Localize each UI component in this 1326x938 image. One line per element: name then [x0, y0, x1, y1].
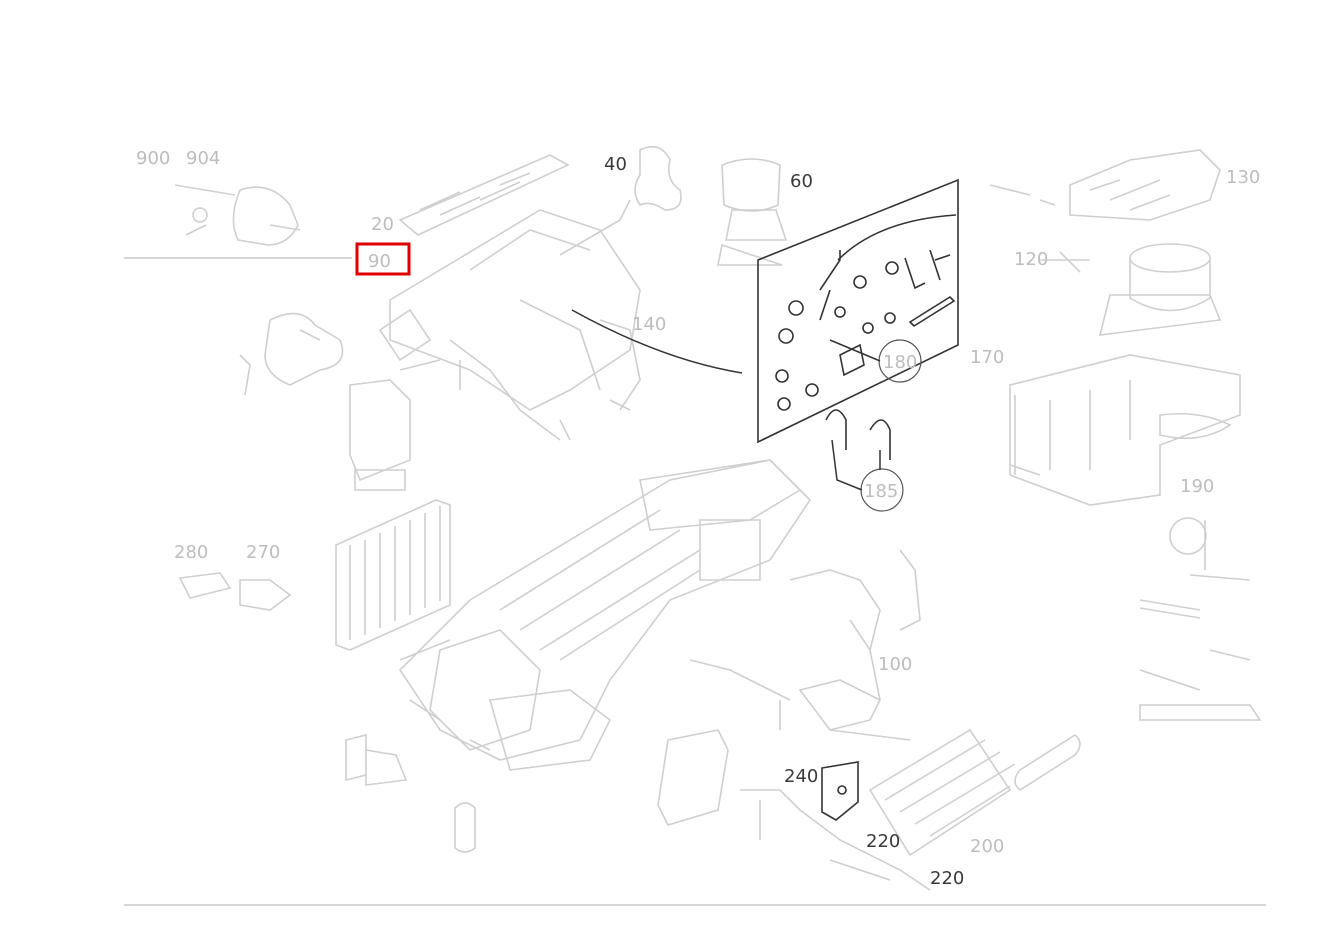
part-label-220-a[interactable]: 220	[866, 831, 900, 852]
part-label-170[interactable]: 170	[970, 347, 1004, 368]
upper-valve-body[interactable]	[378, 154, 641, 441]
left-filter-part[interactable]	[349, 379, 411, 491]
oil-pan-filter[interactable]	[868, 728, 1016, 857]
callout-leader-185	[831, 439, 881, 491]
kit-pointer-line	[571, 309, 743, 374]
upper-right-housing-130[interactable]	[989, 149, 1221, 221]
selected-part-highlight[interactable]	[355, 242, 411, 276]
left-bracket-part[interactable]	[239, 312, 344, 396]
callout-leader-180	[829, 339, 881, 362]
center-linkage-parts[interactable]	[689, 549, 921, 741]
part-label-130[interactable]: 130	[1226, 167, 1260, 188]
right-shaft-parts[interactable]	[1139, 517, 1262, 721]
part-label-140[interactable]: 140	[632, 314, 666, 335]
part-label-900[interactable]: 900	[136, 148, 170, 169]
parts-kit-panel[interactable]	[757, 178, 959, 460]
part-label-180[interactable]: 180	[883, 352, 917, 373]
lower-left-sensor[interactable]	[345, 733, 408, 786]
lower-plug-220[interactable]	[454, 802, 476, 853]
part-label-185[interactable]: 185	[864, 481, 898, 502]
part-label-90[interactable]: 90	[368, 251, 391, 272]
lower-tube-210[interactable]	[740, 789, 931, 891]
part-label-220-b[interactable]: 220	[930, 868, 964, 889]
part-label-100[interactable]: 100	[878, 654, 912, 675]
part-label-904[interactable]: 904	[186, 148, 220, 169]
right-case-160[interactable]	[1009, 354, 1241, 506]
upper-left-actuator[interactable]	[174, 184, 301, 246]
top-spring-part-40[interactable]	[559, 145, 682, 256]
left-radiator-part[interactable]	[335, 499, 451, 651]
part-label-120[interactable]: 120	[1014, 249, 1048, 270]
part-label-190[interactable]: 190	[1180, 476, 1214, 497]
part-label-60[interactable]: 60	[790, 171, 813, 192]
part-label-240[interactable]: 240	[784, 766, 818, 787]
part-label-270[interactable]: 270	[246, 542, 280, 563]
gasket-240-hole	[837, 785, 847, 795]
part-label-200[interactable]: 200	[970, 836, 1004, 857]
clutch-piston-60[interactable]	[717, 158, 788, 266]
part-label-40[interactable]: 40	[604, 154, 627, 175]
lower-valve-plate-250[interactable]	[657, 729, 729, 826]
right-drum-110[interactable]	[1040, 243, 1222, 336]
main-transmission-case[interactable]	[398, 459, 812, 771]
gasket-240[interactable]	[821, 761, 859, 821]
lower-right-cylinder[interactable]	[1014, 734, 1081, 791]
part-label-280[interactable]: 280	[174, 542, 208, 563]
part-label-20[interactable]: 20	[371, 214, 394, 235]
left-fitting-parts[interactable]	[178, 572, 292, 611]
